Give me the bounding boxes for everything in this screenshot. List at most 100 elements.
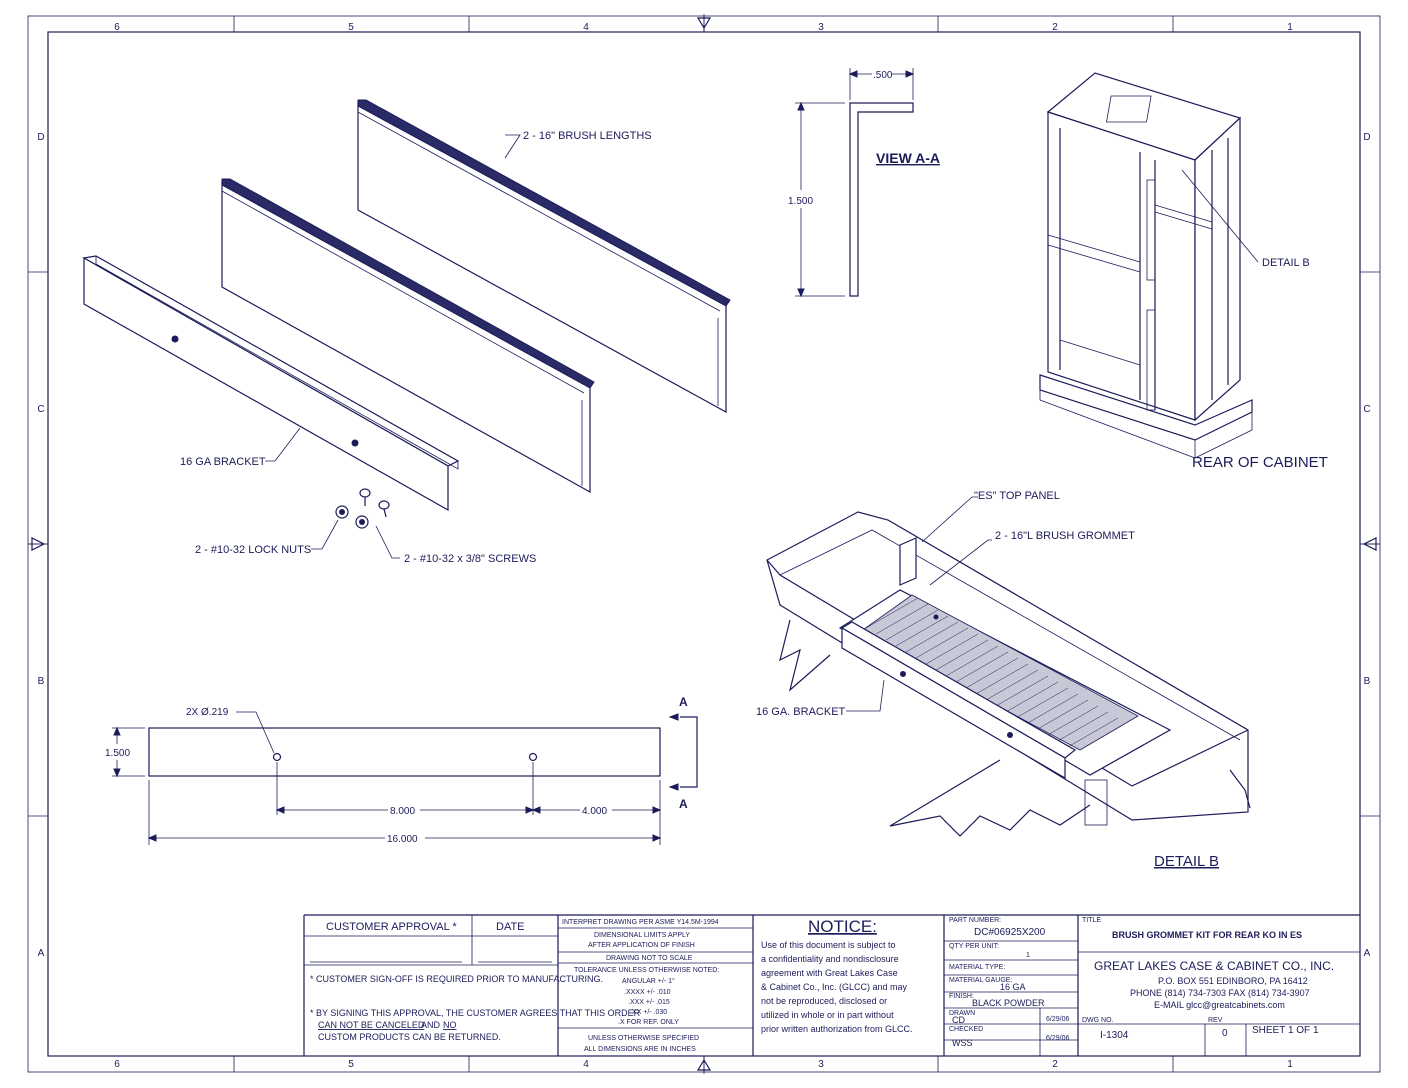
title-label: TITLE <box>1082 917 1101 924</box>
company-address: P.O. BOX 551 EDINBORO, PA 16412 <box>1158 976 1308 986</box>
tolerance-heading: TOLERANCE UNLESS OTHERWISE NOTED: <box>574 967 719 974</box>
tolerance-xx: .XX +/- .030 <box>630 1009 667 1016</box>
detail-b-illustration <box>766 511 1251 837</box>
view-aa-title: VIEW A-A <box>876 150 940 166</box>
exploded-leaders <box>265 134 521 559</box>
checked-label: CHECKED <box>949 1026 983 1033</box>
agreement-note-and: AND <box>421 1020 441 1030</box>
drawn-label: DRAWN <box>949 1010 975 1017</box>
notice-line: utilized in whole or in part without <box>761 1010 894 1020</box>
zone-row-a-left: A <box>38 948 45 959</box>
lock-nuts-callout: 2 - #10-32 LOCK NUTS <box>195 544 311 556</box>
agreement-note-b: CUSTOM PRODUCTS CAN BE RETURNED. <box>318 1032 501 1042</box>
tolerance-angular: ANGULAR +/- 1° <box>622 977 675 985</box>
brush-length-rear <box>357 99 731 414</box>
checked-date: 6/29/06 <box>1046 1035 1069 1042</box>
zone-col-4-bottom: 4 <box>583 1059 589 1070</box>
detail-b-leaders <box>846 496 992 712</box>
dim-limits-note: DIMENSIONAL LIMITS APPLY <box>594 932 690 939</box>
zone-col-3-top: 3 <box>818 22 824 33</box>
bracket-b-callout: 16 GA. BRACKET <box>756 706 846 718</box>
after-finish-note: AFTER APPLICATION OF FINISH <box>588 942 695 949</box>
edge-distance-dim: 4.000 <box>582 806 607 817</box>
company-name: GREAT LAKES CASE & CABINET CO., INC. <box>1094 959 1334 973</box>
notice-line: prior written authorization from GLCC. <box>761 1024 913 1034</box>
view-aa-dim-500: .500 <box>873 70 893 81</box>
overall-length-dim: 16.000 <box>387 834 418 845</box>
zone-row-c-right: C <box>1363 404 1370 415</box>
part-number-label: PART NUMBER: <box>949 917 1001 924</box>
zone-col-1-bottom: 1 <box>1287 1059 1293 1070</box>
height-dim: 1.500 <box>105 748 130 759</box>
drawn-date: 6/29/06 <box>1046 1016 1069 1023</box>
customer-approval-label: CUSTOMER APPROVAL * <box>326 921 457 933</box>
interpret-note: INTERPRET DRAWING PER ASME Y14.5M-1994 <box>562 919 719 926</box>
company-email: E-MAIL glcc@greatcabinets.com <box>1154 1000 1285 1010</box>
zone-col-6-bottom: 6 <box>114 1059 120 1070</box>
signoff-note: * CUSTOMER SIGN-OFF IS REQUIRED PRIOR TO… <box>310 974 603 984</box>
zone-col-6-top: 6 <box>114 22 120 33</box>
notice-line: Use of this document is subject to <box>761 940 896 950</box>
notice-title: NOTICE: <box>808 917 877 936</box>
zone-col-5-bottom: 5 <box>348 1059 354 1070</box>
company-phone: PHONE (814) 734-7303 FAX (814) 734-3907 <box>1130 988 1310 998</box>
dwg-number: I-1304 <box>1100 1030 1129 1041</box>
finish-value: BLACK POWDER <box>972 998 1045 1008</box>
agreement-note-no: NO <box>443 1020 457 1030</box>
hardware-parts <box>335 488 390 529</box>
bracket-callout: 16 GA BRACKET <box>180 456 266 468</box>
material-gauge-label: MATERIAL GAUGE: <box>949 977 1012 984</box>
centering-marks <box>28 14 1380 1074</box>
qty-value: 1 <box>1026 952 1030 959</box>
rev-value: 0 <box>1222 1028 1228 1039</box>
brush-length-front <box>221 178 595 494</box>
brush-lengths-callout: 2 - 16" BRUSH LENGTHS <box>523 130 652 142</box>
title-block-frame <box>303 914 1360 1056</box>
finish-label: FINISH: <box>949 993 974 1000</box>
notice-line: agreement with Great Lakes Case <box>761 968 898 978</box>
drawn-value: CD <box>952 1015 965 1025</box>
zone-labels: 6 5 4 3 2 1 6 5 4 3 2 1 D C B A D C B A <box>37 22 1370 1070</box>
zone-row-d-left: D <box>37 132 44 143</box>
view-aa-profile <box>795 68 915 298</box>
material-type-label: MATERIAL TYPE: <box>949 964 1005 971</box>
section-a-bottom: A <box>679 797 688 811</box>
holes-dim: 2X Ø.219 <box>186 707 229 718</box>
zone-row-a-right: A <box>1364 948 1371 959</box>
inches-note: ALL DIMENSIONS ARE IN INCHES <box>584 1046 696 1053</box>
agreement-note-cannot: CAN NOT BE CANCELED <box>318 1020 425 1030</box>
es-top-panel-callout: "ES" TOP PANEL <box>974 490 1060 502</box>
agreement-note-a: * BY SIGNING THIS APPROVAL, THE CUSTOMER… <box>310 1008 641 1018</box>
zone-col-4-top: 4 <box>583 22 589 33</box>
brush-grommet-callout: 2 - 16"L BRUSH GROMMET <box>995 530 1135 542</box>
zone-row-b-right: B <box>1364 676 1371 687</box>
notice-line: not be reproduced, disclosed or <box>761 996 887 1006</box>
zone-row-d-right: D <box>1363 132 1370 143</box>
not-scale-note: DRAWING NOT TO SCALE <box>606 955 693 962</box>
material-gauge: 16 GA <box>1000 982 1026 992</box>
drawing-title: BRUSH GROMMET KIT FOR REAR KO IN ES <box>1112 930 1302 940</box>
qty-label: QTY PER UNIT: <box>949 943 999 950</box>
hole-spacing-dim: 8.000 <box>390 806 415 817</box>
title-block: CUSTOMER APPROVAL * DATE * CUSTOMER SIGN… <box>310 917 1334 1053</box>
unless-note: UNLESS OTHERWISE SPECIFIED <box>588 1035 699 1042</box>
view-aa-dim-1500: 1.500 <box>788 196 813 207</box>
detail-b-leader-label: DETAIL B <box>1262 257 1310 269</box>
date-label: DATE <box>496 921 525 933</box>
screws-callout: 2 - #10-32 x 3/8" SCREWS <box>404 553 536 565</box>
notice-line: a confidentiality and nondisclosure <box>761 954 899 964</box>
zone-col-5-top: 5 <box>348 22 354 33</box>
tolerance-x: .X FOR REF. ONLY <box>618 1019 679 1026</box>
part-number: DC#06925X200 <box>974 927 1046 938</box>
zone-col-2-top: 2 <box>1052 22 1058 33</box>
tolerance-xxx: .XXX +/- .015 <box>628 999 670 1006</box>
zone-col-1-top: 1 <box>1287 22 1293 33</box>
bracket-part <box>82 255 460 512</box>
sheet-number: SHEET 1 OF 1 <box>1252 1025 1319 1036</box>
bracket-flat-view <box>112 711 698 845</box>
cabinet-illustration <box>1039 72 1259 459</box>
checked-value: WSS <box>952 1038 973 1048</box>
zone-row-b-left: B <box>38 676 45 687</box>
tolerance-xxxx: .XXXX +/- .010 <box>624 989 671 996</box>
